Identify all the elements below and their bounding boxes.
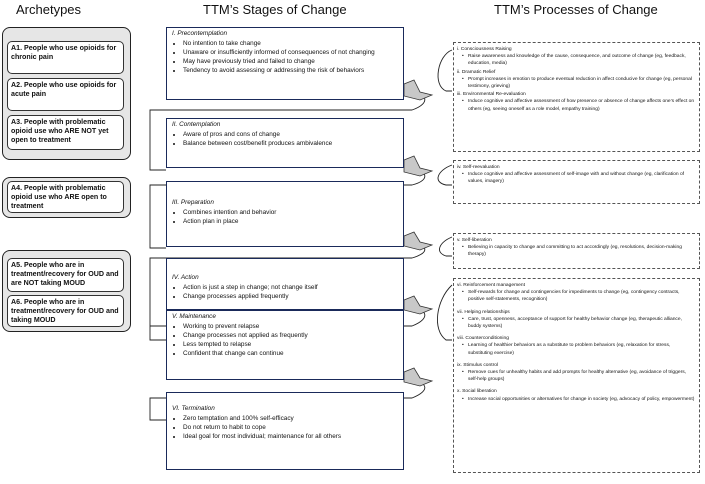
process-bracket-3 [439, 236, 453, 257]
stage-title: I. Precontemplation [172, 30, 228, 37]
stage-arrow-1 [403, 79, 434, 101]
stage-arrow-2 [403, 155, 434, 177]
stage-bullet: Unaware or insufficiently informed of co… [183, 49, 398, 58]
stage-action: IV. Action Action is just a step in chan… [166, 258, 404, 310]
process-box-3: v. Self-liberation Believing in capacity… [453, 233, 700, 269]
stage-title: II. Contemplation [172, 121, 221, 128]
stage-termination: VI. Termination Zero temptation and 100%… [166, 392, 404, 470]
process-box-2: iv. Self-reevaluation Induce cognitive a… [453, 160, 700, 204]
stage-arrow-5 [403, 367, 434, 387]
stage-bullet: Confident that change can continue [183, 350, 398, 359]
process-desc: Induce cognitive and affective assessmen… [457, 98, 696, 112]
process-bracket-4 [437, 284, 453, 341]
processes-heading: TTM’s Processes of Change [494, 2, 658, 17]
process-title: vi. Reinforcement management [457, 283, 525, 288]
process-title: v. Self-liberation [457, 238, 492, 243]
stage-bullet: May have previously tried and failed to … [183, 58, 398, 67]
stage-arrow-4 [403, 295, 434, 315]
stage-bullet: Do not return to habit to cope [183, 424, 398, 433]
stage-bullet: Balance between cost/benefit produces am… [183, 140, 398, 149]
process-desc: Believing in capacity to change and comm… [457, 244, 696, 258]
stage-title: IV. Action [172, 274, 199, 281]
process-box-4: vi. Reinforcement management Self-reward… [453, 278, 700, 473]
stage-title: III. Preparation [172, 199, 214, 206]
process-title: ix. Stimulus control [457, 362, 499, 368]
process-title: i. Consciousness Raising [457, 47, 512, 52]
stage-arrow-3 [403, 231, 434, 251]
process-desc: Care, trust, openness, acceptance of sup… [457, 316, 696, 330]
process-desc: Raise awareness and knowledge of the cau… [457, 53, 696, 67]
stage-maintenance: V. Maintenance Working to prevent relaps… [166, 310, 404, 380]
stage-bullet: Action is just a step in change; not cha… [183, 284, 398, 293]
process-bracket-2 [437, 164, 453, 186]
process-title: viii. Counterconditioning [457, 336, 509, 342]
archetype-a5: A5. People who are in treatment/recovery… [7, 258, 124, 292]
stage-title: V. Maintenance [172, 313, 216, 320]
process-desc: Learning of healthier behaviors as a sub… [457, 342, 696, 356]
stage-contemplation: II. Contemplation Aware of pros and cons… [166, 118, 404, 168]
stage-bullet: Change processes applied frequently [183, 293, 398, 302]
archetype-a1: A1. People who use opioids for chronic p… [7, 41, 124, 74]
archetype-a3: A3. People with problematic opioid use w… [7, 115, 124, 150]
stage-bullet: Less tempted to relapse [183, 341, 398, 350]
process-desc: Induce cognitive and affective assessmen… [457, 171, 696, 185]
stage-bullet: Ideal goal for most individual; maintena… [183, 433, 398, 442]
stage-bullet: Change processes not applied as frequent… [183, 332, 398, 341]
archetypes-heading: Archetypes [16, 2, 82, 17]
process-title: vii. Helping relationships [457, 309, 510, 315]
archetype-a6: A6. People who are in treatment/recovery… [7, 295, 124, 327]
process-desc: Self-rewards for change and contingencie… [457, 289, 696, 303]
process-bracket-1 [437, 49, 453, 92]
process-desc: Remove cues for unhealthy habits and add… [457, 369, 696, 383]
stages-heading: TTM’s Stages of Change [203, 2, 347, 17]
stage-title: VI. Termination [172, 405, 215, 412]
stage-bullet: Combines intention and behavior [183, 209, 398, 218]
stage-preparation: III. Preparation Combines intention and … [166, 181, 404, 247]
stage-bullet: No intention to take change [183, 40, 398, 49]
process-title: iii. Environmental Re-evaluation [457, 92, 526, 98]
process-title: ii. Dramatic Relief [457, 69, 496, 75]
stage-bullet: Aware of pros and cons of change [183, 131, 398, 140]
stage-bullet: Working to prevent relapse [183, 323, 398, 332]
stage-bullet: Zero temptation and 100% self-efficacy [183, 415, 398, 424]
stage-bullet: Tendency to avoid assessing or addressin… [183, 67, 398, 76]
archetype-a2: A2. People who use opioids for acute pai… [7, 78, 124, 111]
process-title: iv. Self-reevaluation [457, 165, 500, 170]
process-desc: Prompt increases in emotion to produce e… [457, 76, 696, 90]
process-title: x. Social liberation [457, 389, 497, 395]
process-box-1: i. Consciousness Raising Raise awareness… [453, 42, 700, 152]
archetype-a4: A4. People with problematic opioid use w… [7, 181, 124, 213]
stage-bullet: Action plan in place [183, 218, 398, 227]
stage-precontemplation: I. Precontemplation No intention to take… [166, 27, 404, 100]
process-desc: Increase social opportunities or alterna… [457, 396, 696, 403]
